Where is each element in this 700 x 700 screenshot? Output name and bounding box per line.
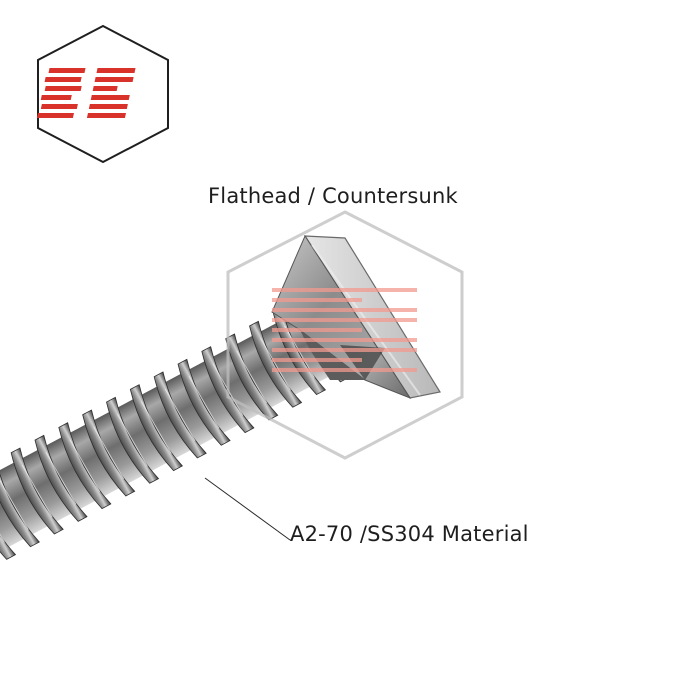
brand-logo xyxy=(36,24,169,164)
screw xyxy=(0,234,441,560)
material-label: A2-70 /SS304 Material xyxy=(290,522,529,546)
logo-stripes xyxy=(36,68,136,118)
watermark xyxy=(226,210,464,460)
leader-line xyxy=(204,477,291,541)
screw-head xyxy=(271,234,441,400)
logo-hexagon xyxy=(37,24,169,164)
head-type-label: Flathead / Countersunk xyxy=(208,184,458,208)
